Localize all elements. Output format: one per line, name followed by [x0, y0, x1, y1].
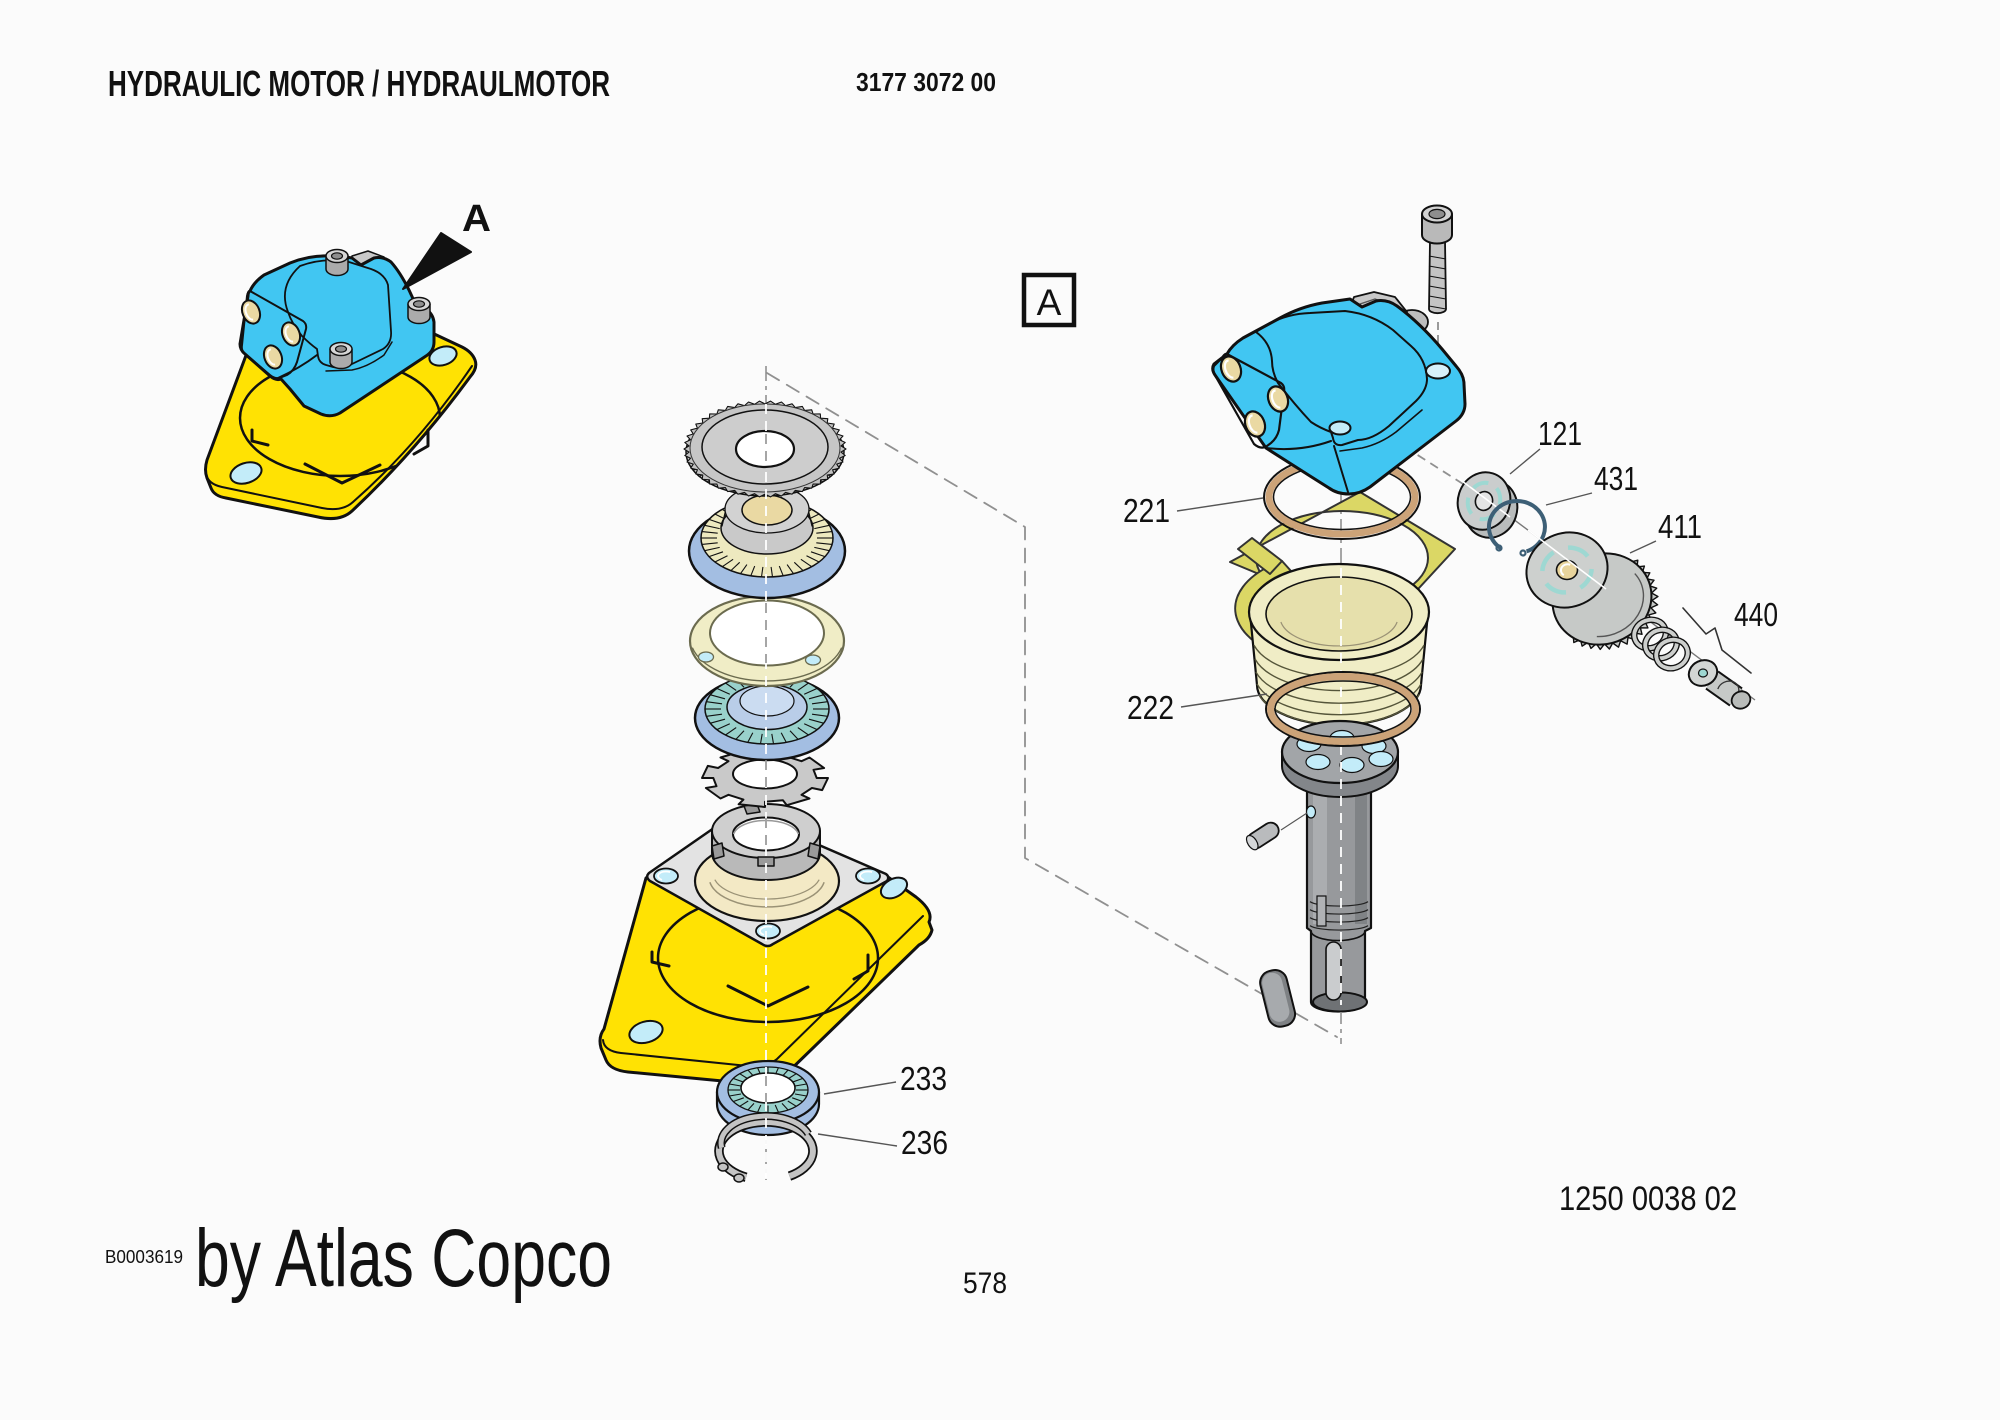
svg-text:A: A	[1037, 282, 1062, 323]
svg-text:233: 233	[900, 1060, 947, 1097]
svg-text:431: 431	[1594, 460, 1638, 497]
svg-text:3177 3072 00: 3177 3072 00	[856, 67, 996, 97]
svg-text:B0003619: B0003619	[105, 1247, 183, 1267]
svg-text:440: 440	[1734, 596, 1778, 633]
svg-text:236: 236	[901, 1124, 948, 1161]
svg-text:578: 578	[963, 1267, 1007, 1300]
svg-text:411: 411	[1658, 508, 1702, 545]
svg-text:221: 221	[1123, 492, 1170, 529]
svg-text:121: 121	[1538, 415, 1582, 452]
svg-text:A: A	[462, 198, 491, 240]
svg-text:by Atlas Copco: by Atlas Copco	[195, 1213, 612, 1304]
svg-text:HYDRAULIC MOTOR / HYDRAULMOTOR: HYDRAULIC MOTOR / HYDRAULMOTOR	[108, 63, 610, 104]
svg-text:1250 0038 02: 1250 0038 02	[1559, 1180, 1737, 1218]
svg-text:222: 222	[1127, 689, 1174, 726]
